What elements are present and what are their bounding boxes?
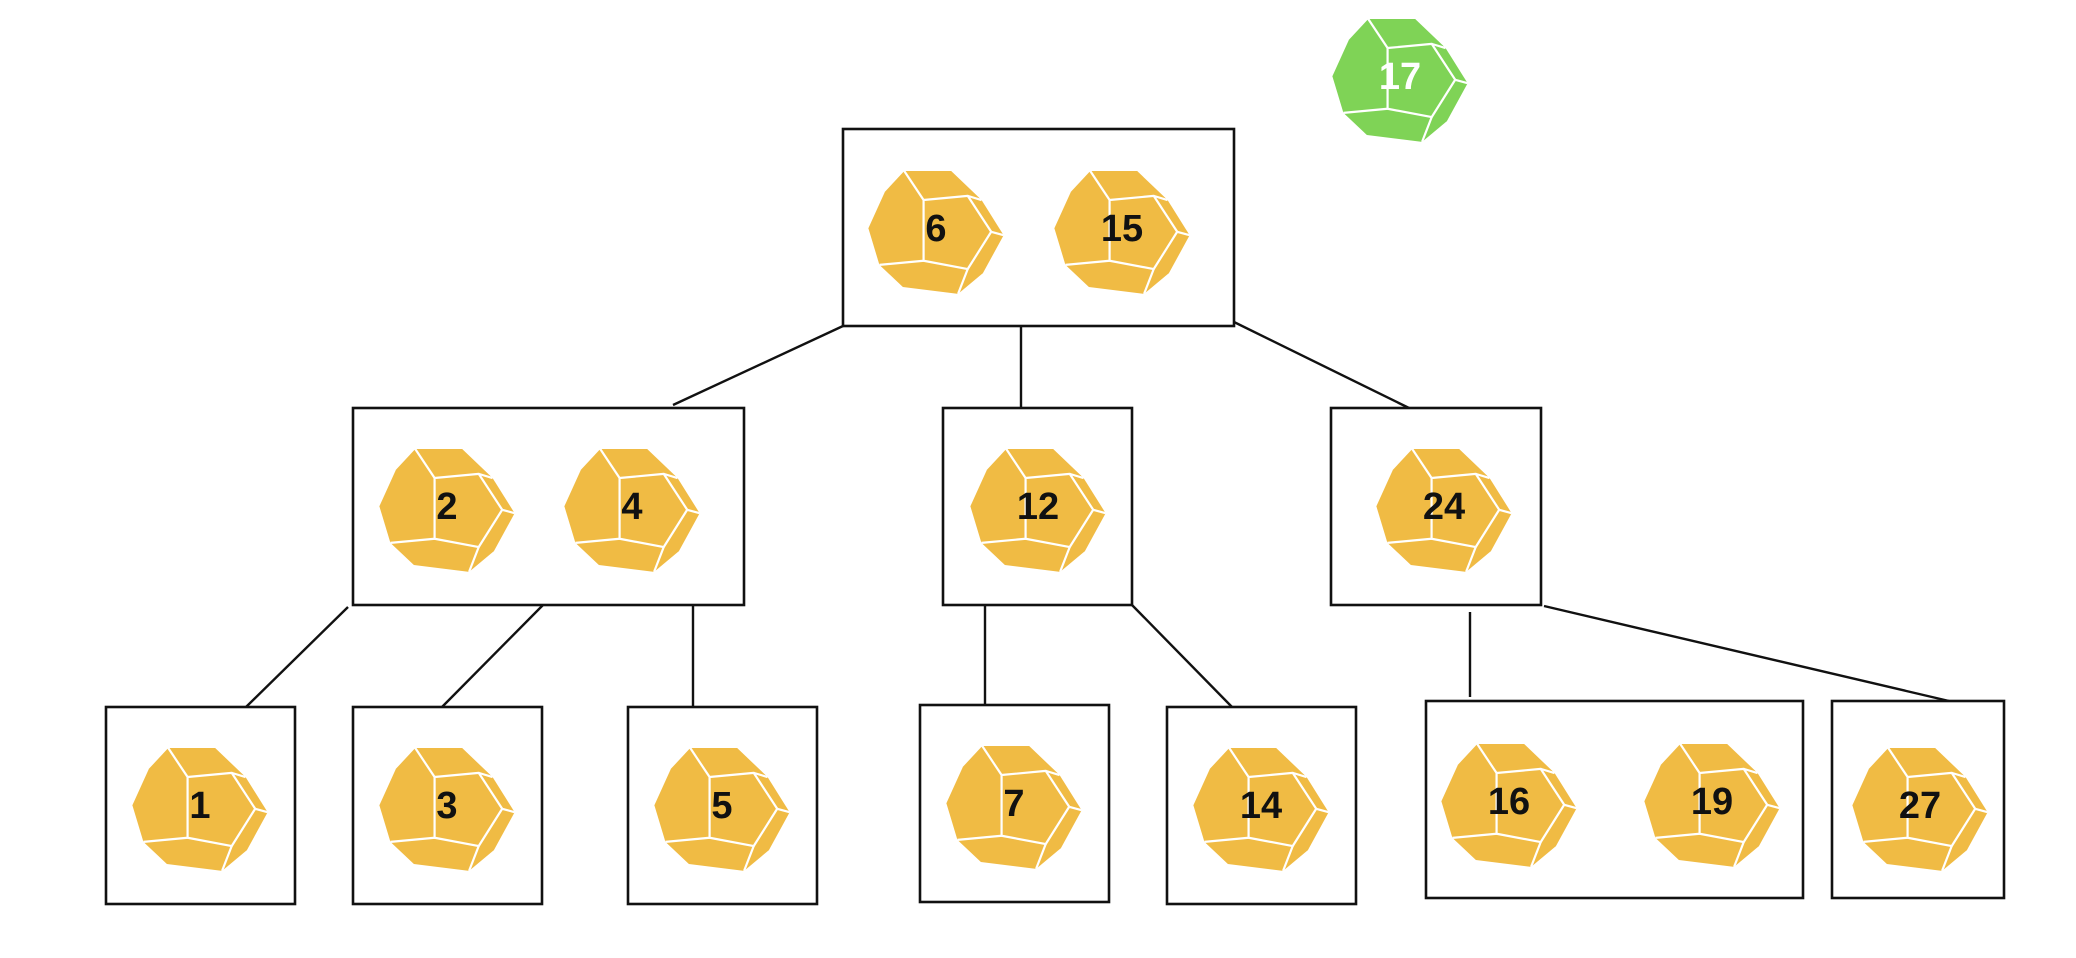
root-node: 6 15 bbox=[841, 127, 1236, 328]
leaf-7: 7 bbox=[918, 703, 1111, 904]
tree-edge bbox=[1233, 320, 1410, 410]
node-12: 12 bbox=[941, 406, 1134, 607]
key-2: 2 bbox=[379, 448, 515, 573]
die-facet-lines bbox=[1204, 747, 1329, 872]
key-label: 6 bbox=[925, 208, 946, 250]
die-facet-lines bbox=[879, 170, 1004, 295]
die-facet-lines bbox=[1343, 18, 1468, 143]
die-facet-lines bbox=[981, 448, 1106, 573]
tree-edge bbox=[245, 606, 349, 708]
key-label: 27 bbox=[1899, 785, 1941, 827]
key-label: 17 bbox=[1379, 56, 1421, 98]
node-24: 24 bbox=[1329, 406, 1543, 607]
key-label: 7 bbox=[1003, 783, 1024, 825]
leaf-14: 14 bbox=[1165, 705, 1358, 906]
key-label: 14 bbox=[1240, 785, 1282, 827]
key-27: 27 bbox=[1852, 747, 1988, 872]
key-1: 1 bbox=[132, 747, 268, 872]
die-facet-lines bbox=[390, 747, 515, 872]
tree-edge bbox=[1131, 604, 1233, 708]
leaf-1: 1 bbox=[104, 705, 297, 906]
key-3: 3 bbox=[379, 747, 515, 872]
tree-edge bbox=[1543, 604, 1950, 703]
key-label: 12 bbox=[1017, 486, 1059, 528]
key-24: 24 bbox=[1376, 448, 1512, 573]
inserted-key-group: 17 bbox=[1332, 18, 1468, 143]
die-facet-lines bbox=[1387, 448, 1512, 573]
die-facet-lines bbox=[1065, 170, 1190, 295]
leaf-27: 27 bbox=[1830, 699, 2006, 900]
key-label: 2 bbox=[436, 486, 457, 528]
key-15: 15 bbox=[1054, 170, 1190, 295]
key-label: 24 bbox=[1423, 486, 1465, 528]
key-label: 5 bbox=[711, 785, 732, 827]
key-17: 17 bbox=[1332, 18, 1468, 143]
tree-edge bbox=[672, 324, 844, 407]
key-14: 14 bbox=[1193, 747, 1329, 872]
tree-edges bbox=[245, 320, 1950, 708]
key-16: 16 bbox=[1441, 743, 1577, 868]
key-5: 5 bbox=[654, 747, 790, 872]
die-facet-lines bbox=[1452, 743, 1577, 868]
key-label: 1 bbox=[189, 785, 210, 827]
key-4: 4 bbox=[564, 448, 700, 573]
key-label: 16 bbox=[1488, 781, 1530, 823]
key-6: 6 bbox=[868, 170, 1004, 295]
die-facet-lines bbox=[957, 745, 1082, 870]
die-facet-lines bbox=[143, 747, 268, 872]
key-label: 15 bbox=[1101, 208, 1143, 250]
key-label: 3 bbox=[436, 785, 457, 827]
die-facet-lines bbox=[1863, 747, 1988, 872]
leaf-5: 5 bbox=[626, 705, 819, 906]
tree-edge bbox=[441, 604, 544, 708]
key-12: 12 bbox=[970, 448, 1106, 573]
die-facet-lines bbox=[575, 448, 700, 573]
leaf-3: 3 bbox=[351, 705, 544, 906]
key-label: 4 bbox=[621, 486, 642, 528]
key-label: 19 bbox=[1691, 781, 1733, 823]
die-facet-lines bbox=[390, 448, 515, 573]
die-facet-lines bbox=[665, 747, 790, 872]
key-19: 19 bbox=[1644, 743, 1780, 868]
key-7: 7 bbox=[946, 745, 1082, 870]
die-facet-lines bbox=[1655, 743, 1780, 868]
